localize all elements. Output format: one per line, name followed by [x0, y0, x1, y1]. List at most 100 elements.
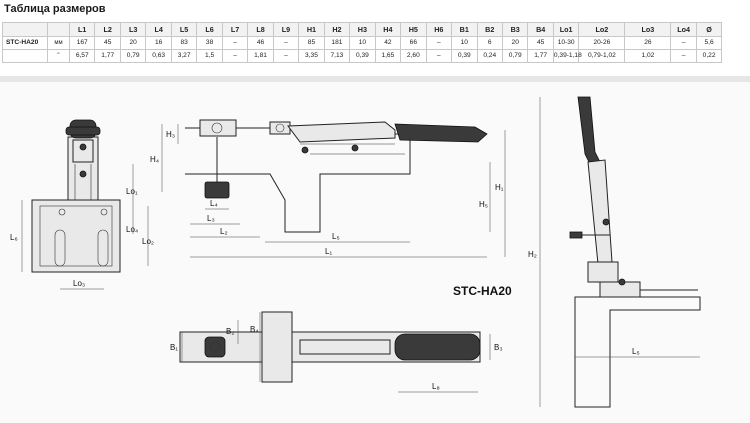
table-cell: –	[272, 36, 300, 50]
side-view-dimensions: H₃ H₄ L₄ L₃ L₂ L₅ L₁ H₅ H₁	[150, 124, 506, 258]
column-header: B3	[501, 22, 529, 37]
model-cell	[2, 49, 48, 63]
table-cell: 0,39	[451, 49, 478, 63]
dim-h5: H₅	[479, 200, 488, 209]
page-title: Таблица размеров	[4, 3, 106, 15]
dim-lo1: Lo₁	[126, 187, 138, 196]
table-cell: 83	[170, 36, 198, 50]
dim-b3: B₃	[494, 343, 503, 352]
table-cell: 2,60	[400, 49, 427, 63]
dim-l1: L₁	[325, 247, 332, 256]
open-view	[569, 96, 701, 408]
table-cell: –	[221, 36, 249, 50]
dim-l2: L₂	[220, 227, 228, 236]
dim-lo4: Lo₄	[126, 225, 138, 234]
column-header: Lo2	[578, 22, 626, 37]
column-header: L6	[196, 22, 223, 37]
table-cell: –	[425, 49, 453, 63]
table-cell: 167	[68, 36, 96, 50]
table-cell: 10	[349, 36, 376, 50]
dim-l8: L₈	[432, 382, 440, 391]
dim-b4: B₄	[250, 325, 259, 334]
dim-lo3: Lo₃	[73, 279, 85, 288]
column-header: Lo4	[670, 22, 697, 37]
column-header: L4	[145, 22, 172, 37]
dim-l5b: L₅	[632, 347, 640, 356]
table-cell: 20	[119, 36, 147, 50]
column-header: B1	[451, 22, 478, 37]
column-header: Ø	[695, 22, 723, 37]
column-header: L5	[170, 22, 198, 37]
table-cell: 3,35	[298, 49, 325, 63]
table-cell: 66	[400, 36, 427, 50]
table-cell: 85	[298, 36, 325, 50]
table-cell: 0,63	[145, 49, 172, 63]
table-cell: 0,39-1,18	[552, 49, 582, 63]
table-cell: 10-30	[552, 36, 580, 50]
section-divider	[0, 76, 750, 82]
table-cell: 5,6	[695, 36, 723, 50]
table-cell: 1,81	[247, 49, 274, 63]
table-cell: 0,79	[501, 49, 529, 63]
table-cell: –	[670, 49, 697, 63]
column-header: B2	[476, 22, 503, 37]
column-header: B4	[527, 22, 554, 37]
table-cell: 6,57	[68, 49, 96, 63]
column-header: L1	[68, 22, 96, 37]
table-cell: 1,65	[374, 49, 402, 63]
open-view-dimensions: H₂ L₅	[528, 97, 700, 407]
column-header: L2	[94, 22, 121, 37]
dim-b2: B₂	[226, 327, 234, 336]
table-cell: –	[670, 36, 697, 50]
table-cell: 3,27	[170, 49, 198, 63]
dim-l4: L₄	[210, 199, 218, 208]
dim-h1: H₁	[495, 183, 504, 192]
table-cell: 20-26	[578, 36, 626, 50]
column-header: L8	[247, 22, 274, 37]
table-cell: 16	[145, 36, 172, 50]
table-cell: 181	[323, 36, 351, 50]
column-header: H6	[425, 22, 453, 37]
side-view	[185, 119, 488, 233]
table-cell: 0,79	[119, 49, 147, 63]
table-cell: –	[221, 49, 249, 63]
table-cell: 45	[527, 36, 554, 50]
top-view	[179, 311, 481, 383]
table-cell: 20	[501, 36, 529, 50]
end-view	[31, 119, 121, 273]
table-cell: 46	[247, 36, 274, 50]
end-view-dimensions: L₆ Lo₁ Lo₄ Lo₂ Lo₃	[10, 164, 154, 290]
column-header: Lo3	[624, 22, 672, 37]
table-cell: 0,24	[476, 49, 503, 63]
column-header: H4	[374, 22, 402, 37]
top-view-dimensions: B₁ B₂ B₄ B₃ L₈	[170, 312, 503, 393]
dim-h2: H₂	[528, 250, 537, 259]
unit-cell: мм	[47, 36, 70, 50]
table-cell: 0,22	[695, 49, 723, 63]
table-cell: 1,02	[624, 49, 672, 63]
table-cell: –	[272, 49, 300, 63]
dim-b1: B₁	[170, 343, 178, 352]
table-cell: 1,77	[527, 49, 554, 63]
column-header: H2	[323, 22, 351, 37]
dim-l3: L₃	[207, 214, 215, 223]
column-header: L9	[272, 22, 300, 37]
table-cell: 0,79-1,02	[578, 49, 626, 63]
technical-drawing: L₆ Lo₁ Lo₄ Lo₂ Lo₃ H₃ H₄ L₄ L₃ L₂	[0, 82, 750, 423]
table-cell: 7,13	[323, 49, 351, 63]
table-cell: 1,5	[196, 49, 223, 63]
table-cell: 45	[94, 36, 121, 50]
table-cell: 10	[451, 36, 478, 50]
unit-cell: "	[47, 49, 70, 63]
table-cell: 38	[196, 36, 223, 50]
table-cell: 42	[374, 36, 402, 50]
table-cell: 0,39	[349, 49, 376, 63]
column-header: H1	[298, 22, 325, 37]
column-header: Lo1	[552, 22, 580, 37]
model-cell: STC-HA20	[2, 36, 48, 50]
